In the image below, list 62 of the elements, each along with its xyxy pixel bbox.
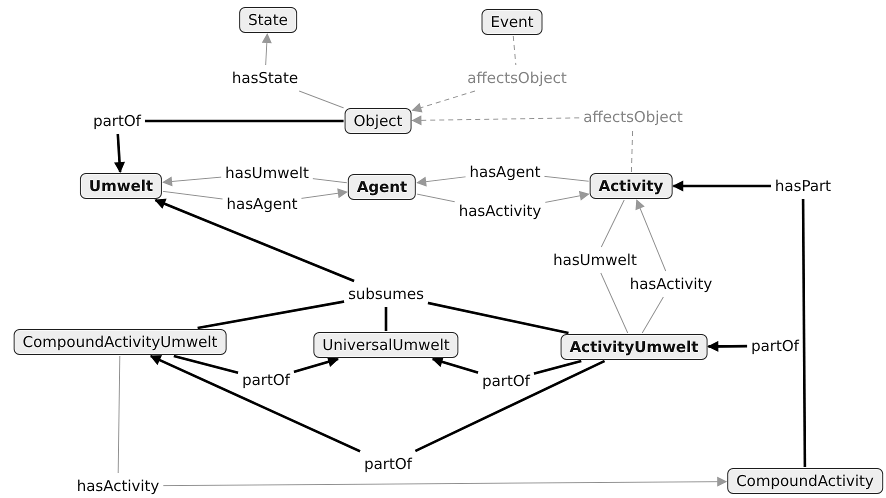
connector [300,188,348,199]
connector [173,354,238,374]
concept-box: Object [344,108,412,134]
connector [197,300,344,330]
link-phrase: hasState [230,68,300,88]
connector [162,476,728,487]
link-phrase: partOf [92,111,142,131]
connector [630,130,634,172]
connector [162,190,224,200]
link-phrase: partOf [241,370,291,390]
connector [432,356,478,374]
concept-box: Activity [590,173,672,199]
connector [802,199,806,467]
connector [312,178,348,184]
link-phrase: affectsObject [582,107,684,127]
link-phrase: affectsObject [466,68,568,88]
connector [416,194,456,202]
link-phrase: hasUmwelt [552,250,638,270]
link-phrase: partOf [363,454,413,474]
connector [150,354,361,452]
concept-box: CompoundActivity [727,468,883,494]
connector [635,199,666,272]
connector [114,134,126,174]
concept-box: State [239,7,297,33]
connector [294,356,340,374]
connector [162,176,222,186]
connector [416,176,466,187]
concept-box: UniversalUmwelt [313,332,459,358]
link-phrase: partOf [481,371,531,391]
connector [384,307,388,331]
connector [707,340,748,352]
connector [534,360,582,375]
concept-box: ActivityUmwelt [560,334,708,360]
connector [600,272,628,334]
link-phrase: hasActivity [628,274,714,294]
connector [118,356,120,474]
connector [428,302,569,334]
connector [298,90,344,108]
connector [512,36,516,66]
link-phrase: hasAgent [468,162,542,182]
link-phrase: hasActivity [458,201,542,221]
concept-box: Agent [348,174,416,200]
connector [672,180,771,192]
concept-box: Event [482,9,542,35]
link-phrase: hasActivity [76,476,160,496]
concept-box: CompoundActivityUmwelt [14,329,226,355]
connector [154,198,355,282]
connector [544,176,590,182]
connector [411,115,580,126]
connector [262,33,272,66]
link-phrase: hasPart [774,176,832,196]
concept-box: Umwelt [80,173,162,199]
connector [642,296,664,334]
connector [144,120,344,122]
connector [414,360,606,452]
connector [411,90,476,112]
link-phrase: hasUmwelt [224,163,310,183]
connector [600,200,625,248]
link-phrase: partOf [750,336,800,356]
connector [544,190,590,203]
link-phrase: hasAgent [226,194,298,214]
link-phrase: subsumes [347,284,425,304]
